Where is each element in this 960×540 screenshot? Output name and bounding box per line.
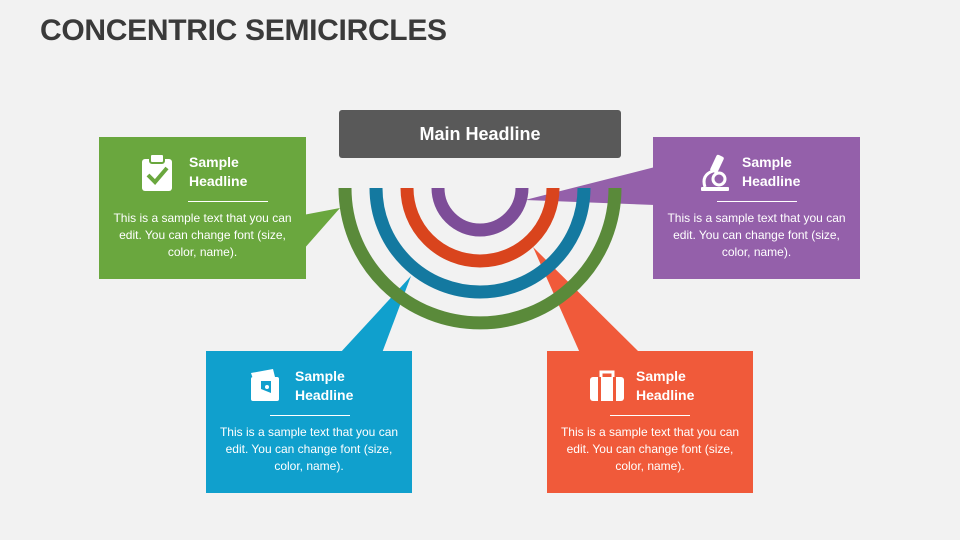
microscope-icon: [695, 153, 735, 193]
orange-card: Sample Headline This is a sample text th…: [547, 351, 753, 493]
card-body-text: This is a sample text that you can edit.…: [667, 211, 846, 259]
blue-callout-pointer: [340, 276, 411, 353]
card-headline-line1: Sample: [295, 368, 345, 384]
divider: [270, 415, 350, 416]
divider: [717, 201, 797, 202]
orange-callout-pointer: [533, 247, 640, 353]
red-arc: [400, 187, 560, 268]
card-headline-line2: Headline: [742, 173, 801, 189]
blue-card: Sample Headline This is a sample text th…: [206, 351, 412, 493]
card-headline-line2: Headline: [295, 387, 354, 403]
green-card: Sample Headline This is a sample text th…: [99, 137, 306, 279]
purple-callout-pointer: [525, 167, 655, 205]
wallet-icon: [246, 367, 286, 407]
page-title: CONCENTRIC SEMICIRCLES: [40, 14, 447, 47]
card-headline-line2: Headline: [636, 387, 695, 403]
green-callout-pointer: [303, 208, 340, 250]
inner-purple-arc: [431, 187, 529, 237]
card-headline-line1: Sample: [636, 368, 686, 384]
clipboard-check-icon: [137, 153, 177, 193]
card-body-text: This is a sample text that you can edit.…: [219, 425, 399, 473]
purple-card: Sample Headline This is a sample text th…: [653, 137, 860, 279]
main-headline-box: Main Headline: [339, 110, 621, 158]
briefcase-icon: [587, 367, 627, 407]
outer-green-arc: [338, 187, 622, 330]
card-body-text: This is a sample text that you can edit.…: [113, 211, 292, 259]
card-headline-line1: Sample: [189, 154, 239, 170]
card-headline-line1: Sample: [742, 154, 792, 170]
divider: [610, 415, 690, 416]
divider: [188, 201, 268, 202]
card-body-text: This is a sample text that you can edit.…: [560, 425, 740, 473]
blue-arc: [369, 187, 591, 299]
card-headline-line2: Headline: [189, 173, 248, 189]
main-headline-text: Main Headline: [419, 123, 541, 144]
